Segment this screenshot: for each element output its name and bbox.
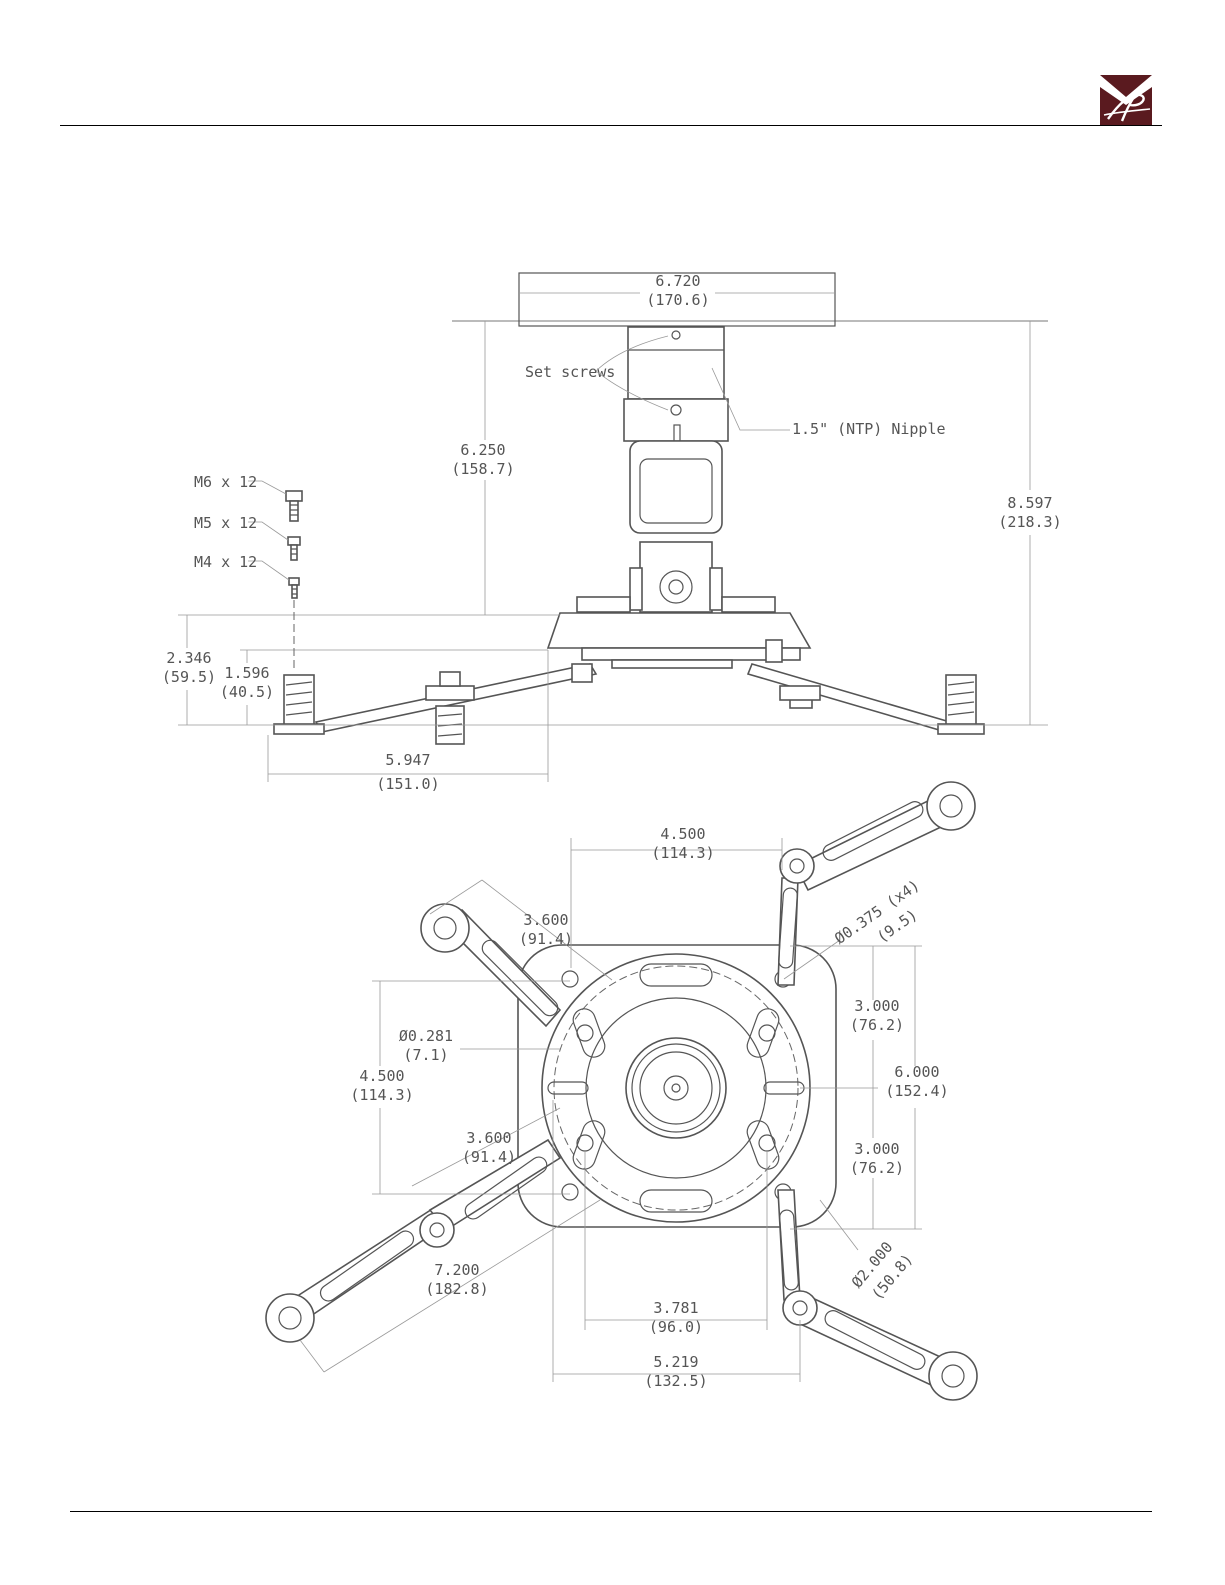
dim-hole-dia-value: Ø0.281 [399,1027,453,1045]
dim-full-height-value: 6.000 [894,1063,939,1081]
dim-top-width-value: 6.720 [655,272,700,290]
dim-top-span-value: 4.500 [660,825,705,843]
dim-upper-arm-mm: (91.4) [519,930,573,948]
dim-bottom-inner-mm: (96.0) [649,1318,703,1336]
dim-extension-value: 6.250 [460,441,505,459]
plan-view: 4.500 (114.3) 3.600 (91.4) Ø0.375 (x4) (… [265,781,978,1401]
dim-lower-arm-mm: (91.4) [462,1148,516,1166]
dim-upper-arm-value: 3.600 [523,911,568,929]
dim-arm-reach-value: 5.947 [385,751,430,769]
side-view: 6.720 (170.6) [162,272,1062,793]
screw-label-m4: M4 x 12 [194,553,257,571]
dim-arm-length-mm: (182.8) [425,1280,488,1298]
screw-set: M6 x 12 M5 x 12 M4 x 12 [194,473,303,670]
dim-top-width-mm: (170.6) [646,291,709,309]
dim-left-span-mm: (114.3) [350,1086,413,1104]
dim-extension-mm: (158.7) [451,460,514,478]
dim-top-span-mm: (114.3) [651,844,714,862]
dim-foot-height-value: 2.346 [166,649,211,667]
dim-bottom-outer-mm: (132.5) [644,1372,707,1390]
dim-upper-half-value: 3.000 [854,997,899,1015]
dim-arm-reach-mm: (151.0) [376,775,439,793]
dim-arm-length-value: 7.200 [434,1261,479,1279]
dim-overall-height-value: 8.597 [1007,494,1052,512]
dim-hole-dia-mm: (7.1) [403,1046,448,1064]
brand-logo [1100,75,1152,125]
dim-bottom-inner-value: 3.781 [653,1299,698,1317]
footer-rule [70,1511,1152,1512]
screw-label-m5: M5 x 12 [194,514,257,532]
dim-full-height-mm: (152.4) [885,1082,948,1100]
dim-lower-arm-value: 3.600 [466,1129,511,1147]
callout-set-screws: Set screws [525,363,615,381]
dim-left-span-value: 4.500 [359,1067,404,1085]
dim-foot-offset-mm: (40.5) [220,683,274,701]
dim-upper-half-mm: (76.2) [850,1016,904,1034]
dim-foot-offset-value: 1.596 [224,664,269,682]
dim-foot-height-mm: (59.5) [162,668,216,686]
dim-bottom-outer-value: 5.219 [653,1353,698,1371]
dim-lower-half-mm: (76.2) [850,1159,904,1177]
header-rule [60,125,1162,126]
dim-lower-half-value: 3.000 [854,1140,899,1158]
dim-overall-height-mm: (218.3) [998,513,1061,531]
screw-label-m6: M6 x 12 [194,473,257,491]
callout-nipple: 1.5" (NTP) Nipple [792,420,946,438]
plan-arms [265,781,978,1401]
